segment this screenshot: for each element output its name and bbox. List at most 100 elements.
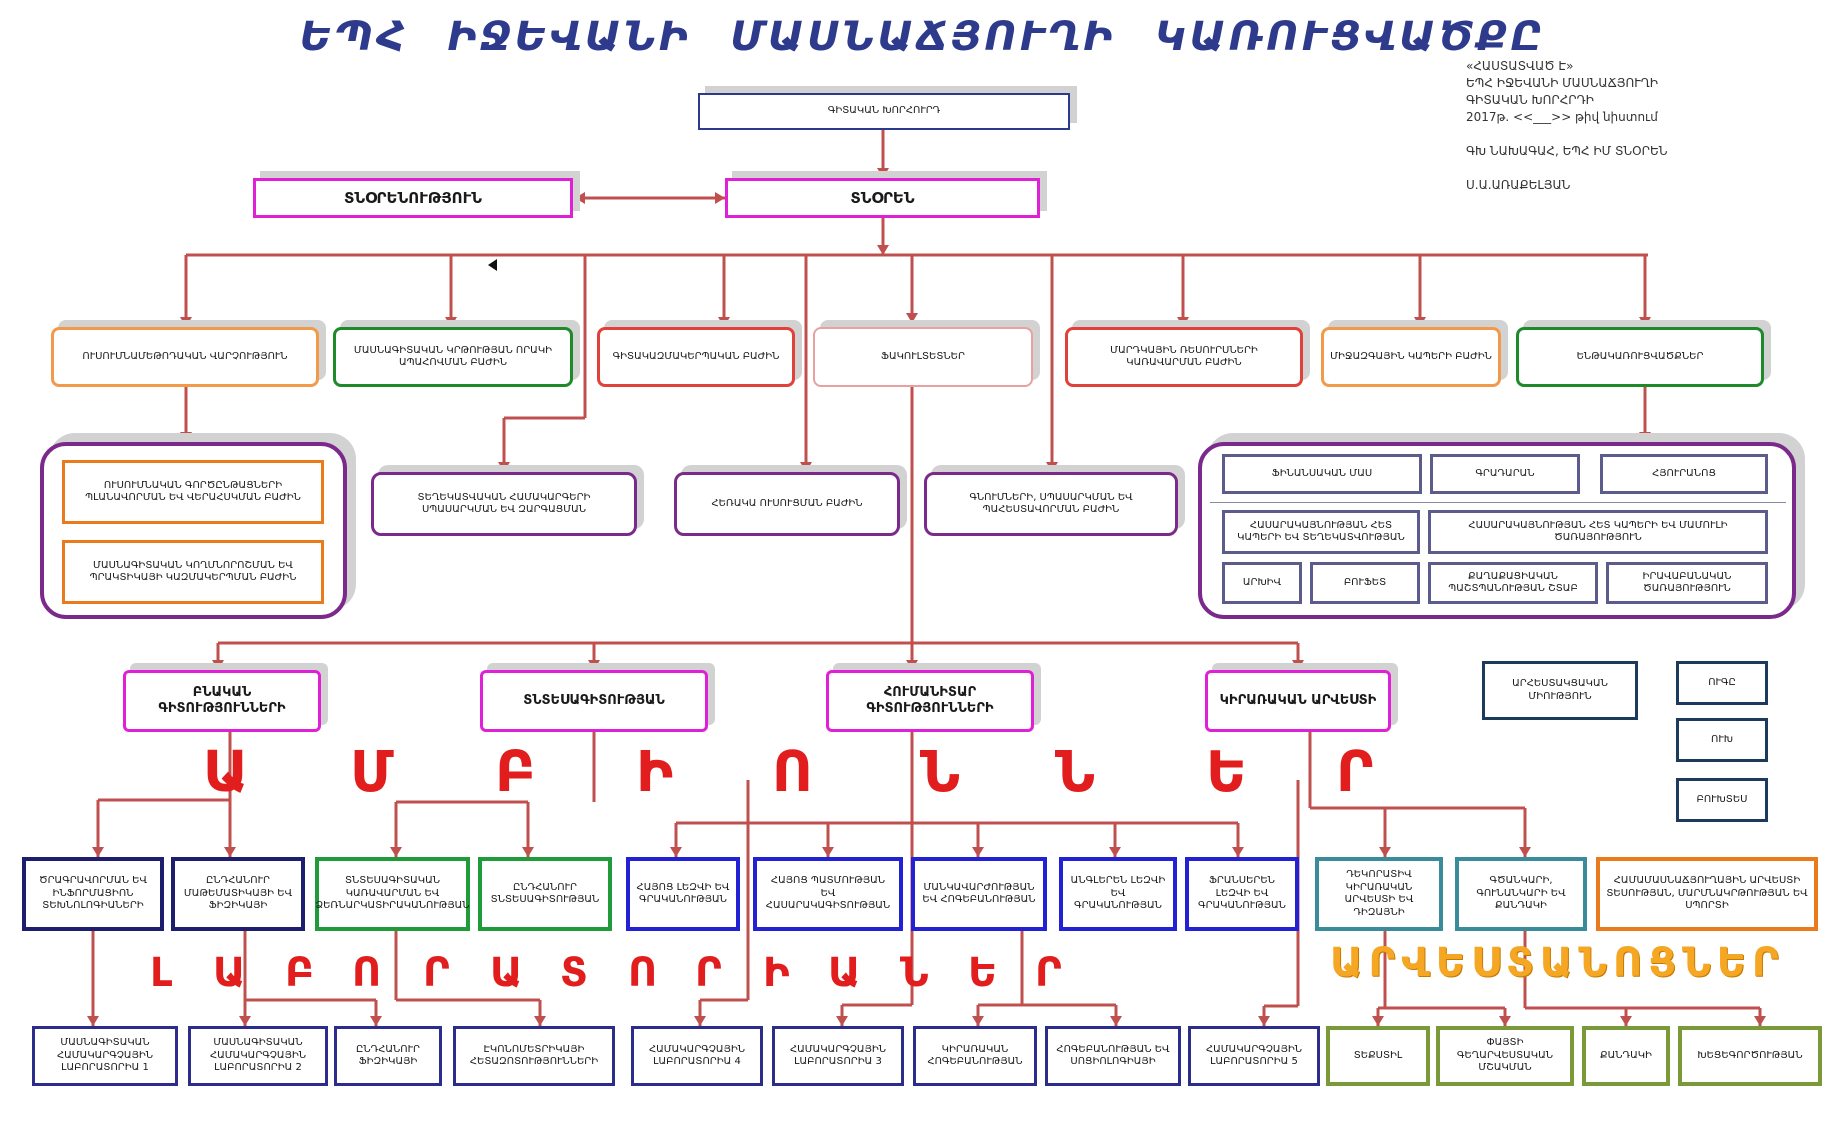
arrow-head bbox=[224, 847, 236, 857]
arrow-head bbox=[180, 432, 192, 442]
trade-union-box: ԱՐՀԵՍՏԱԿՑԱԿԱՆ ՄԻՈՒԹՅՈՒՆ bbox=[1482, 661, 1638, 720]
faculty-humanities: ՀՈՒՄԱՆԻՏԱՐ ԳԻՏՈՒԹՅՈՒՆՆԵՐԻ bbox=[826, 670, 1034, 732]
edu-orientation-box: ՄԱՍՆԱԳԻՏԱԿԱՆ ԿՈՂՄՆՈՐՈՇՄԱՆ ԵՎ ՊՐԱԿՏԻԿԱՅԻ … bbox=[62, 540, 324, 604]
arrow-head bbox=[1046, 462, 1058, 472]
approval-line: Ս.Ա.ԱՌԱՔԵԼՅԱՆ bbox=[1466, 178, 1571, 192]
labs-label-letter: Բ bbox=[285, 950, 315, 996]
lab-box: ՄԱՍՆԱԳԻՏԱԿԱՆ ՀԱՄԱԿԱՐԳՉԱՅԻՆ ԼԱԲՈՐԱՏՈՐԻԱ 1 bbox=[32, 1026, 178, 1086]
labs-label-letter: Ե bbox=[968, 950, 998, 996]
directorate-box: ՏՆՕՐԵՆՈՒԹՅՈՒՆ bbox=[253, 178, 573, 218]
approval-line: ԳԻՏԱԿԱՆ ԽՈՐՀՐԴԻ bbox=[1466, 93, 1594, 107]
arrow-head bbox=[972, 847, 984, 857]
arrow-head bbox=[1258, 1016, 1270, 1026]
bukhs-box: ԲՈՒԽՏԵՍ bbox=[1676, 778, 1768, 822]
dormitory-box: ՀՅՈՒՐԱՆՈՑ bbox=[1600, 454, 1768, 494]
chair-box: ԸՆԴՀԱՆՈՒՐ ՏՆՏԵՍԱԳԻՏՈՒԹՅԱՆ bbox=[478, 857, 612, 931]
arrow-head bbox=[718, 317, 730, 327]
faculty-applied-arts: ԿԻՐԱՌԱԿԱՆ ԱՐՎԵՍՏԻ bbox=[1205, 670, 1391, 732]
workshop-box: ՏԵՔՍՏԻԼ bbox=[1326, 1026, 1430, 1086]
labs-label-letter: Ա bbox=[213, 950, 246, 996]
scientific-council-box: ԳԻՏԱԿԱՆ ԽՈՐՀՈՒՐԴ bbox=[698, 93, 1070, 130]
labs-label-letter: Ր bbox=[695, 950, 722, 996]
chair-box: ԴԵԿՈՐԱՏԻՎ ԿԻՐԱՌԱԿԱՆ ԱՐՎԵՍՏԻ ԵՎ ԴԻԶԱՅՆԻ bbox=[1315, 857, 1443, 931]
arrow-head bbox=[1754, 1016, 1766, 1026]
labs-label-letter: Ն bbox=[900, 950, 929, 996]
lab-box: ՀՈԳԵԲԱՆՈՒԹՅԱՆ ԵՎ ՍՈՑԻՈԼՈԳԻԱՅԻ bbox=[1045, 1026, 1181, 1086]
arrow-head bbox=[1639, 432, 1651, 442]
director-box: ՏՆՕՐԵՆ bbox=[725, 178, 1040, 218]
approval-line: 2017թ. <<___>> թիվ նիստում bbox=[1466, 110, 1658, 124]
arrow-head bbox=[715, 192, 725, 204]
arrow-head bbox=[972, 1016, 984, 1026]
archive-box: ԱՐԽԻՎ bbox=[1222, 562, 1302, 604]
lab-box: ԸՆԴՀԱՆՈՒՐ ՖԻԶԻԿԱՅԻ bbox=[334, 1026, 442, 1086]
arrow-head bbox=[390, 847, 402, 857]
arrow-head bbox=[1620, 1016, 1632, 1026]
finance-box: ՖԻՆԱՆՍԱԿԱՆ ՄԱՍ bbox=[1222, 454, 1422, 494]
chairs-label-letter: Ո bbox=[772, 740, 813, 805]
approval-line: ԳԽ ՆԱԽԱԳԱՀ, ԵՊՀ ԻՄ ՏՆՕՐԵՆ bbox=[1466, 144, 1668, 158]
workshop-box: ՓԱՅՏԻ ԳԵՂԱՐՎԵՍՏԱԿԱՆ ՄՇԱԿՄԱՆ bbox=[1436, 1026, 1574, 1086]
pointer-icon bbox=[488, 259, 497, 271]
arrow-head bbox=[180, 317, 192, 327]
press-service-box: ՀԱՍԱՐԱԿԱՅՆՈՒԹՅԱՆ ՀԵՏ ԿԱՊԵՐԻ ԵՎ ՄԱՄՈՒԼԻ Ծ… bbox=[1428, 510, 1768, 554]
arrow-head bbox=[1232, 847, 1244, 857]
arrow-head bbox=[1177, 317, 1189, 327]
chair-box: ՀԱՅՈՑ ԼԵԶՎԻ ԵՎ ԳՐԱԿԱՆՈՒԹՅԱՆ bbox=[626, 857, 740, 931]
arrow-head bbox=[498, 462, 510, 472]
hr-box: ՄԱՐԴԿԱՅԻՆ ՌԵՍՈՒՐՍՆԵՐԻ ԿԱՌԱՎԱՐՄԱՆ ԲԱԺԻՆ bbox=[1065, 327, 1303, 387]
subdivisions-box: ԵՆԹԱԿԱՌՈՒՑՎԱԾՔՆԵՐ bbox=[1516, 327, 1764, 387]
arrow-head bbox=[1379, 847, 1391, 857]
approval-note: «ՀԱՍՏԱՏՎԱԾ Է» ԵՊՀ ԻՋԵՎԱՆԻ ՄԱՍՆԱՃՅՈՒՂԻ ԳԻ… bbox=[1466, 58, 1746, 194]
faculty-economics: ՏՆՏԵՍԱԳԻՏՈՒԹՅԱՆ bbox=[480, 670, 708, 732]
lab-box: ՀԱՄԱԿԱՐԳՉԱՅԻՆ ԼԱԲՈՐԱՏՈՐԻԱ 4 bbox=[631, 1026, 763, 1086]
chair-box: ՀԱՅՈՑ ՊԱՏՄՈՒԹՅԱՆ ԵՎ ՀԱՍԱՐԱԿԱԳԻՏՈՒԹՅԱՆ bbox=[753, 857, 903, 931]
arrow-head bbox=[575, 192, 585, 204]
arrow-head bbox=[92, 847, 104, 857]
chairs-label-letter: Մ bbox=[350, 740, 394, 805]
chairs-label-letter: Ե bbox=[1206, 740, 1247, 805]
labs-label-letter: Ր bbox=[423, 950, 450, 996]
chairs-label-letter: Ի bbox=[636, 740, 674, 805]
page-title: ԵՊՀ ԻՋԵՎԱՆԻ ՄԱՍՆԱՃՅՈՒՂԻ ԿԱՌՈՒՑՎԱԾՔԸ bbox=[299, 14, 1546, 60]
approval-line: ԵՊՀ ԻՋԵՎԱՆԻ ՄԱՍՆԱՃՅՈՒՂԻ bbox=[1466, 76, 1659, 90]
prof-edu-box: ՄԱՍՆԱԳԻՏԱԿԱՆ ԿՐԹՈՒԹՅԱՆ ՈՐԱԿԻ ԱՊԱՀՈՎՄԱՆ Բ… bbox=[333, 327, 573, 387]
arrow-head bbox=[822, 847, 834, 857]
workshop-box: ԽԵՑԵԳՈՐԾՈՒԹՅԱՆ bbox=[1678, 1026, 1822, 1086]
labs-label-letter: Ա bbox=[490, 950, 523, 996]
lab-box: ԷԿՈՆՈՄԵՏՐԻԿԱՅԻ ՀԵՏԱԶՈՏՈՒԹՅՈՒՆՆԵՐԻ bbox=[453, 1026, 615, 1086]
buffet-box: ԲՈՒՖԵՏ bbox=[1310, 562, 1420, 604]
arrow-head bbox=[836, 1016, 848, 1026]
arrow-head bbox=[1639, 317, 1651, 327]
arrow-head bbox=[1372, 1016, 1384, 1026]
arrow-head bbox=[877, 245, 889, 255]
arrow-head bbox=[1519, 847, 1531, 857]
lab-box: ԿԻՐԱՌԱԿԱՆ ՀՈԳԵԲԱՆՈՒԹՅԱՆ bbox=[913, 1026, 1037, 1086]
chairs-label-letter: Բ bbox=[495, 740, 536, 805]
workshop-box: ՔԱՆԴԱԿԻ bbox=[1582, 1026, 1670, 1086]
civil-defense-box: ՔԱՂԱՔԱՑԻԱԿԱՆ ՊԱՇՏՊԱՆՈՒԹՅԱՆ ՇՏԱԲ bbox=[1428, 562, 1598, 604]
arrow-head bbox=[1109, 847, 1121, 857]
arrow-head bbox=[522, 847, 534, 857]
chair-box: ՖՐԱՆՍԵՐԵՆ ԼԵԶՎԻ ԵՎ ԳՐԱԿԱՆՈՒԹՅԱՆ bbox=[1185, 857, 1299, 931]
arrow-head bbox=[670, 847, 682, 857]
chair-box: ՏՆՏԵՍԱԳԻՏԱԿԱՆ ԿԱՌԱՎԱՐՄԱՆ ԵՎ ՁԵՌՆԱՐԿԱՏԻՐԱ… bbox=[315, 857, 470, 931]
arrow-head bbox=[694, 1016, 706, 1026]
arrow-head bbox=[239, 1016, 251, 1026]
student-council-box: ՈՒԽ bbox=[1676, 718, 1768, 762]
divider bbox=[1210, 502, 1786, 503]
labs-label-letter: Ի bbox=[763, 950, 790, 996]
approval-line: «ՀԱՍՏԱՏՎԱԾ Է» bbox=[1466, 59, 1574, 73]
chair-box: ԳԾԱՆԿԱՐԻ, ԳՈՒՆԱՆԿԱՐԻ ԵՎ ՔԱՆԴԱԿԻ bbox=[1455, 857, 1587, 931]
arrow-head bbox=[370, 1016, 382, 1026]
edu-planning-box: ՈՒՍՈՒՄՆԱԿԱՆ ԳՈՐԾԸՆԹԱՑՆԵՐԻ ՊԼԱՆԱՎՈՐՄԱՆ ԵՎ… bbox=[62, 460, 324, 524]
arrow-head bbox=[588, 660, 600, 670]
labs-label-letter: Ո bbox=[628, 950, 658, 996]
chairs-label-letter: Ն bbox=[1055, 740, 1096, 805]
chairs-label-letter: Ա bbox=[203, 740, 249, 805]
sso-box: ՈՒԳԸ bbox=[1676, 661, 1768, 705]
chair-box: ԸՆԴՀԱՆՈՒՐ ՄԱԹԵՄԱՏԻԿԱՅԻ ԵՎ ՖԻԶԻԿԱՅԻ bbox=[171, 857, 305, 931]
lab-box: ՀԱՄԱԿԱՐԳՉԱՅԻՆ ԼԱԲՈՐԱՏՈՐԻԱ 3 bbox=[772, 1026, 904, 1086]
